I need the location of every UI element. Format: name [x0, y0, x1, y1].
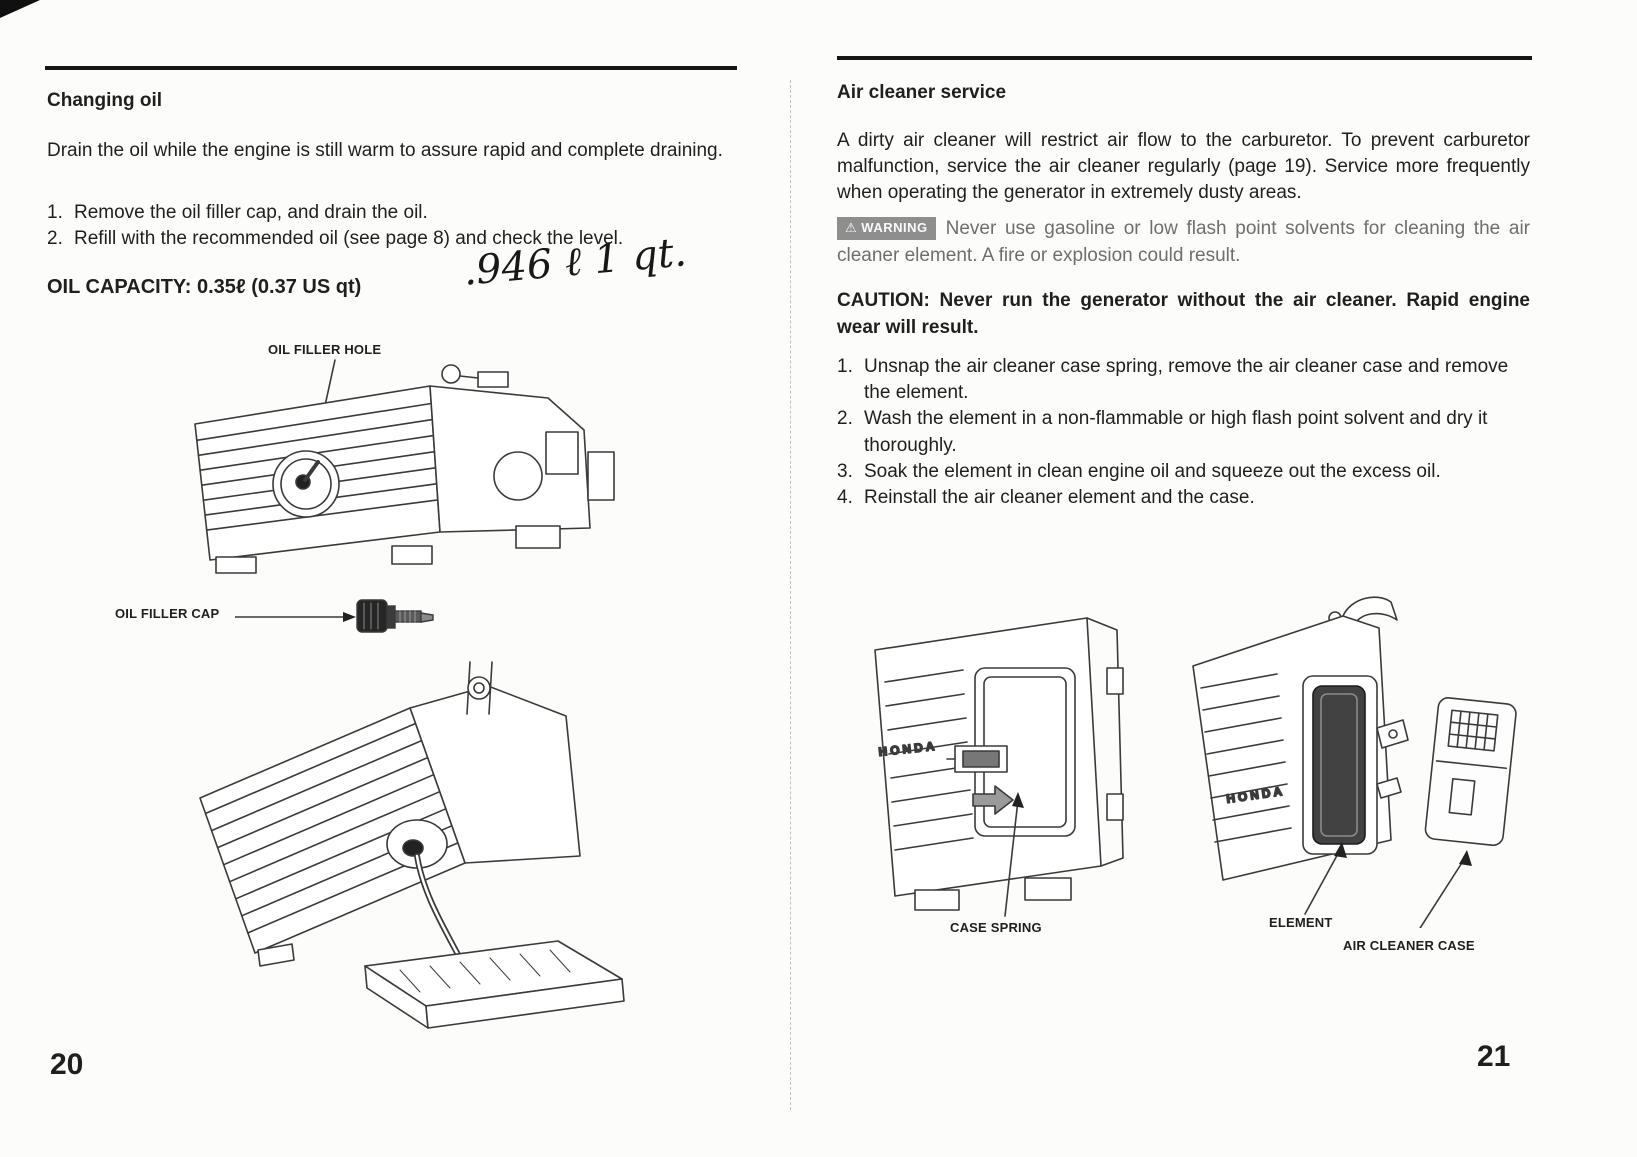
oil-filler-cap [356, 599, 388, 633]
element-case-figure: HONDA ELEMENT AIR CLEANER CASE [1165, 588, 1533, 973]
step-item: 1. Unsnap the air cleaner case spring, r… [837, 354, 1532, 406]
oil-filler-cap-figure: OIL FILLER CAP [115, 592, 455, 642]
case-spring-illustration: HONDA [874, 617, 1124, 917]
element-case-illustration: HONDA [1192, 596, 1517, 928]
oil-filler-cap-illustration [235, 599, 434, 633]
step-text: Refill with the recommended oil (see pag… [74, 228, 624, 250]
oil-draining-illustration [199, 661, 625, 1029]
drain-hole [402, 839, 424, 857]
generator-oil-fill-illustration [194, 359, 615, 574]
warning-icon: ⚠ [845, 220, 858, 235]
oil-capacity-spec: OIL CAPACITY: 0.35ℓ (0.37 US qt) [47, 276, 362, 298]
changing-oil-intro: Drain the oil while the engine is still … [47, 140, 723, 161]
page-20: Changing oil Drain the oil while the eng… [45, 0, 737, 1157]
step-item: 4. Reinstall the air cleaner element and… [837, 485, 1532, 511]
warning-text: Never use gasoline or low flash point so… [837, 218, 1530, 266]
step-item: 3. Soak the element in clean engine oil … [837, 459, 1532, 485]
step-text: Unsnap the air cleaner case spring, remo… [864, 356, 1509, 404]
warning-badge: ⚠ WARNING [837, 217, 936, 241]
page-number-20: 20 [50, 1048, 84, 1081]
step-number: 4. [837, 487, 853, 509]
warning-badge-label: WARNING [861, 220, 928, 235]
step-number: 2. [837, 408, 853, 430]
step-text: Soak the element in clean engine oil and… [864, 460, 1441, 482]
step-item: 2. Wash the element in a non-flammable o… [837, 406, 1532, 458]
section-title-air-cleaner-service: Air cleaner service [837, 82, 1007, 103]
air-cleaner-steps: 1. Unsnap the air cleaner case spring, r… [837, 354, 1532, 511]
step-text: Reinstall the air cleaner element and th… [864, 487, 1255, 509]
direction-arrow [972, 785, 1014, 815]
step-number: 1. [47, 202, 63, 223]
oil-filler-hole-figure: OIL FILLER HOLE [100, 336, 645, 576]
oil-filler-hole-label: OIL FILLER HOLE [268, 342, 382, 357]
page-gutter-divider [790, 80, 791, 1110]
oil-filler-cap-label: OIL FILLER CAP [115, 606, 220, 621]
step-number: 2. [47, 228, 63, 250]
page-number-21: 21 [1477, 1040, 1511, 1073]
air-cleaner-case-part [1424, 697, 1517, 847]
oil-draining-figure [170, 648, 640, 1033]
changing-oil-steps: 1. Remove the oil filler cap, and drain … [47, 200, 735, 252]
top-rule-left [45, 66, 737, 70]
step-item: 2. Refill with the recommended oil (see … [47, 226, 735, 252]
top-rule-right [837, 56, 1532, 60]
section-title-changing-oil: Changing oil [47, 90, 163, 111]
page-21: Air cleaner service A dirty air cleaner … [837, 0, 1532, 1157]
step-number: 1. [837, 356, 853, 377]
air-cleaner-intro: A dirty air cleaner will restrict air fl… [837, 130, 1530, 204]
caution-paragraph: CAUTION: Never run the generator without… [837, 290, 1530, 338]
step-text: Remove the oil filler cap, and drain the… [74, 202, 428, 223]
case-spring-figure: HONDA CASE SPRING [855, 598, 1170, 963]
case-spring-label: CASE SPRING [950, 920, 1042, 935]
step-text: Wash the element in a non-flammable or h… [864, 408, 1488, 456]
step-item: 1. Remove the oil filler cap, and drain … [47, 200, 735, 226]
scan-corner-artifact [0, 0, 40, 18]
step-number: 3. [837, 460, 853, 482]
air-cleaner-element [1312, 685, 1366, 845]
element-label: ELEMENT [1269, 915, 1333, 930]
air-cleaner-case-label: AIR CLEANER CASE [1343, 938, 1475, 953]
